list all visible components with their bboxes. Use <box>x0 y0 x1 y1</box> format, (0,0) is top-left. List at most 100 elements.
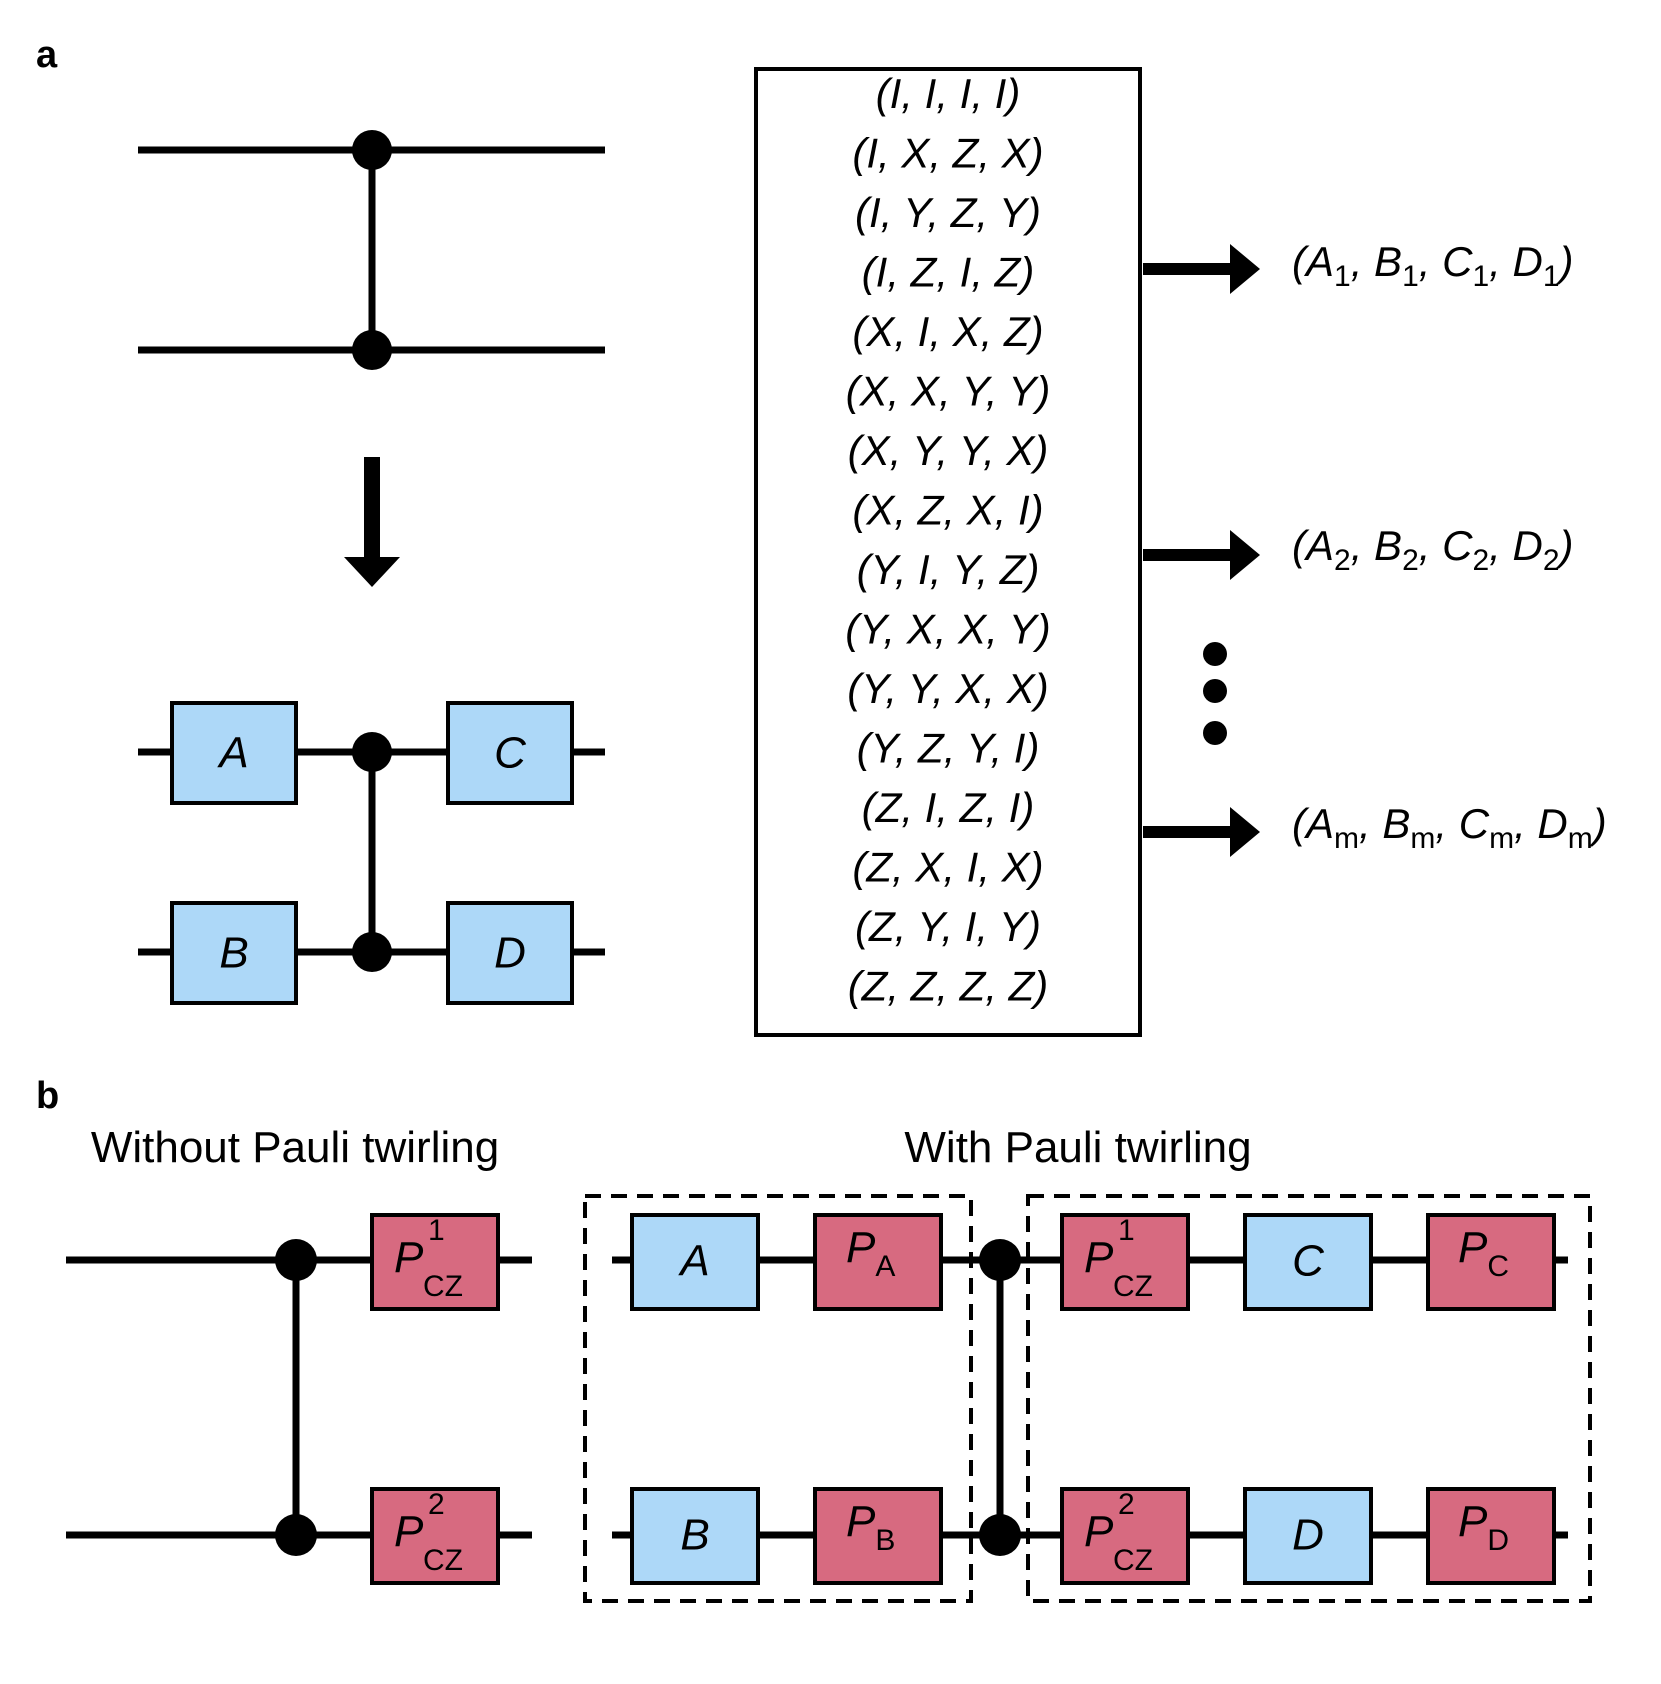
output-tuple-m: (Am, Bm, Cm, Dm) <box>1292 800 1607 855</box>
pauli-gate-a <box>813 1213 943 1311</box>
pcz-gate-1 <box>1060 1213 1190 1311</box>
pcz-sub-1: CZ <box>1113 1270 1153 1303</box>
twirl-table-row: (Y, I, Y, Z) <box>857 546 1040 593</box>
separator: , <box>1435 800 1458 847</box>
gate-c-label: C <box>494 729 527 778</box>
output-subscript: m <box>1568 822 1593 855</box>
pauli-b-label: PB <box>846 1497 895 1557</box>
twirl-table-row: (Y, Z, Y, I) <box>857 725 1040 772</box>
pauli-sub: D <box>1487 1524 1509 1557</box>
twirl-group-after <box>1026 1194 1592 1603</box>
twirl-table-row: (Z, I, Z, I) <box>862 784 1035 831</box>
gate-b <box>170 901 298 1005</box>
pauli-base: P <box>846 1223 876 1272</box>
output-letter: C <box>1442 522 1473 569</box>
pauli-base: P <box>1458 1497 1488 1546</box>
output-letter: B <box>1382 800 1410 847</box>
arrow-icon <box>1143 244 1260 294</box>
separator: , <box>1351 238 1374 285</box>
control-dot <box>979 1239 1021 1281</box>
pcz-sub-2: CZ <box>1113 1544 1153 1577</box>
output-letter: C <box>1459 800 1490 847</box>
twirl-table-row: (Y, Y, X, X) <box>847 665 1049 712</box>
control-dot <box>979 1514 1021 1556</box>
output-letter: D <box>1537 800 1567 847</box>
output-letter: C <box>1442 238 1473 285</box>
control-dot <box>275 1514 317 1556</box>
twirl-table-row: (X, Z, X, I) <box>852 487 1043 534</box>
twirl-table: (I, I, I, I)(I, X, Z, X)(I, Y, Z, Y)(I, … <box>845 70 1050 1010</box>
pauli-gate-d <box>1426 1487 1556 1585</box>
pauli-sub: C <box>1487 1250 1509 1283</box>
pcz-gate-2 <box>370 1487 500 1585</box>
gate-c <box>446 701 574 805</box>
output-subscript: 1 <box>1334 260 1351 293</box>
pcz-sup-2: 2 <box>428 1488 445 1521</box>
pcz-base: P <box>394 1233 424 1282</box>
pcz-base: P <box>1084 1233 1114 1282</box>
output-tuple-1: (A1, B1, C1, D1) <box>1292 238 1574 293</box>
output-tuple-text: (Am, Bm, Cm, Dm) <box>1292 800 1607 855</box>
output-letter: B <box>1374 522 1402 569</box>
output-subscript: 1 <box>1543 260 1560 293</box>
pcz-label-2: P <box>394 1507 424 1556</box>
gate-c <box>1243 1213 1373 1311</box>
down-arrow-icon <box>344 457 400 587</box>
gate-b <box>630 1487 760 1585</box>
pcz-gate-1 <box>370 1213 500 1311</box>
arrow-icon <box>1143 530 1260 580</box>
pauli-base: P <box>846 1497 876 1546</box>
gate-d <box>1243 1487 1373 1585</box>
twirl-table-row: (Y, X, X, Y) <box>845 606 1050 653</box>
separator: , <box>1359 800 1382 847</box>
control-dot <box>352 932 392 972</box>
circuit-with-twirling: A B C D <box>583 1194 1592 1603</box>
output-letter: B <box>1374 238 1402 285</box>
gate-b-label: B <box>680 1511 709 1560</box>
twirl-table-row: (Z, Z, Z, Z) <box>848 963 1049 1010</box>
pcz-sub-1: CZ <box>423 1270 463 1303</box>
pcz-sup-1: 1 <box>428 1214 445 1247</box>
control-dot <box>352 330 392 370</box>
circuit-without-twirling <box>66 1213 532 1585</box>
pcz-base: P <box>1084 1507 1114 1556</box>
twirl-table-box <box>754 67 1142 1037</box>
pcz-sup-1: 1 <box>1118 1214 1135 1247</box>
control-dot <box>352 732 392 772</box>
paren: ( <box>1292 522 1310 569</box>
output-subscript: 2 <box>1402 544 1419 577</box>
output-tuple-2: (A2, B2, C2, D2) <box>1292 522 1574 577</box>
pcz-label-1: P <box>394 1233 424 1282</box>
output-letter: A <box>1303 800 1334 847</box>
output-letter: D <box>1512 522 1542 569</box>
ellipsis-icon <box>1203 642 1227 745</box>
dressed-cz-circuit: A C B D <box>138 701 605 1005</box>
right-title: With Pauli twirling <box>904 1123 1251 1172</box>
twirl-table-row: (X, X, Y, Y) <box>846 368 1051 415</box>
output-letter: A <box>1303 238 1334 285</box>
gate-a <box>630 1213 760 1311</box>
panel-a-label: a <box>36 34 58 76</box>
output-subscript: 1 <box>1402 260 1419 293</box>
pcz-sub-2: CZ <box>423 1544 463 1577</box>
pauli-d-label: PD <box>1458 1497 1509 1557</box>
output-subscript: m <box>1410 822 1435 855</box>
pcz-sup-2: 2 <box>1118 1488 1135 1521</box>
separator: ) <box>1555 238 1574 285</box>
separator: ) <box>1555 522 1574 569</box>
gate-a-label: A <box>677 1237 709 1286</box>
separator: , <box>1514 800 1537 847</box>
control-dot <box>352 130 392 170</box>
pauli-sub: A <box>875 1250 895 1283</box>
paren: ( <box>1292 800 1310 847</box>
paren: ( <box>1292 238 1310 285</box>
twirl-group-before <box>583 1194 973 1603</box>
output-subscript: 2 <box>1472 544 1489 577</box>
twirl-table-row: (I, Y, Z, Y) <box>855 189 1041 236</box>
separator: ) <box>1588 800 1607 847</box>
output-subscript: m <box>1489 822 1514 855</box>
twirl-table-row: (X, I, X, Z) <box>852 308 1043 355</box>
pauli-c-label: PC <box>1458 1223 1509 1283</box>
output-tuple-text: (A2, B2, C2, D2) <box>1292 522 1574 577</box>
pauli-gate-b <box>813 1487 943 1585</box>
